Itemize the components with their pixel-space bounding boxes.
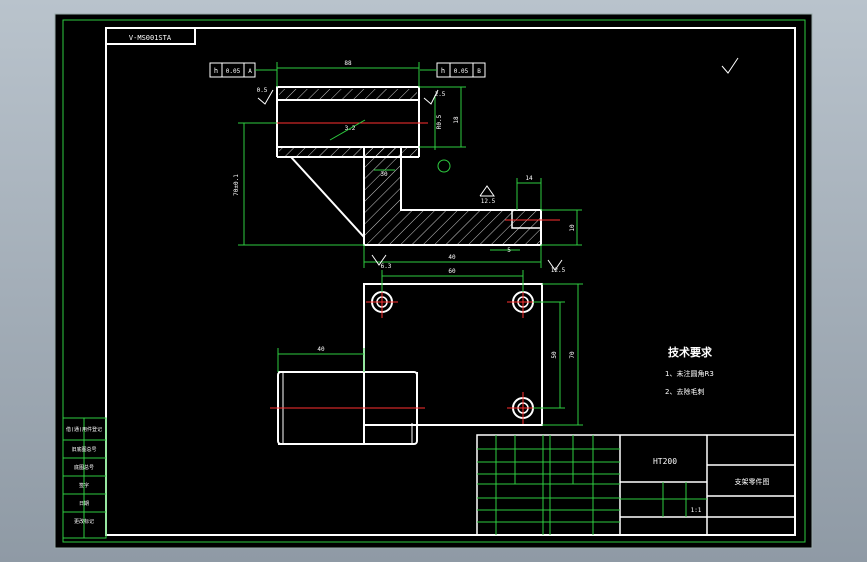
stamp-label: 日期 (79, 501, 89, 507)
dim-rough-b: 12.5 (551, 267, 566, 274)
inner-border (105, 27, 796, 536)
step-detail (511, 209, 542, 229)
tol-symbol: h (441, 67, 445, 75)
side-stamp-table (62, 417, 107, 539)
material-label: HT200 (653, 457, 677, 466)
dim-small-b: 2.5 (435, 91, 446, 98)
surface-finish-symbol (721, 57, 739, 74)
dim-angle: 30 (380, 171, 388, 178)
dim-rough-a: 12.5 (481, 198, 496, 205)
dim-bottom-mid: 40 (448, 254, 456, 261)
dim-height-left: 70±0.1 (233, 174, 240, 196)
drawing-number-box (105, 27, 196, 45)
title-block (476, 434, 796, 536)
dim-step-height: 10 (569, 224, 576, 232)
tol-datum: B (477, 68, 481, 75)
dimension-lines (238, 62, 582, 268)
top-hatch (279, 89, 417, 100)
stamp-label: 借(通)用件登记 (66, 426, 102, 433)
lower-hatch (279, 147, 417, 157)
dim-bottom-right: 5 (507, 247, 511, 254)
dim-top-width: 88 (344, 60, 352, 67)
tech-req-line2: 2、去除毛刺 (665, 387, 704, 396)
dim-boss-length: 40 (317, 346, 325, 353)
dim-rough-c: 6.3 (381, 263, 392, 270)
tol-symbol: h (214, 67, 218, 75)
part-name: 支架零件图 (735, 477, 770, 486)
tol-value: 0.05 (454, 68, 469, 75)
drawing-sheet (54, 13, 813, 549)
tol-value: 0.05 (226, 68, 241, 75)
tol-datum: A (248, 68, 252, 75)
dim-rough-d: 3.2 (345, 125, 356, 132)
outer-border (62, 19, 806, 543)
datum-circle (437, 159, 451, 173)
dim-plate-height-outer: 70 (569, 351, 576, 359)
stamp-label: 更改标记 (74, 518, 94, 525)
scale-value: 1:1 (691, 507, 702, 514)
title-block-grid (477, 435, 707, 535)
tech-req-line1: 1、未注圆角R3 (665, 369, 714, 378)
tech-req-title: 技术要求 (668, 345, 713, 359)
stamp-label: 签字 (79, 482, 89, 489)
stamp-label: 底图总号 (74, 464, 94, 471)
dim-plate-height-inner: 50 (551, 351, 558, 359)
dim-height-right: 18 (453, 116, 460, 124)
roughness-marks (257, 89, 563, 271)
dim-small-a: 0.5 (257, 87, 268, 94)
dim-hole: R0.5 (436, 114, 443, 129)
rib (288, 156, 365, 240)
drawing-number: V-MS001STA (129, 34, 172, 42)
dim-step-width: 14 (525, 175, 533, 182)
dim-plate-width: 60 (448, 268, 456, 275)
stamp-label: 旧底图总号 (71, 446, 96, 453)
